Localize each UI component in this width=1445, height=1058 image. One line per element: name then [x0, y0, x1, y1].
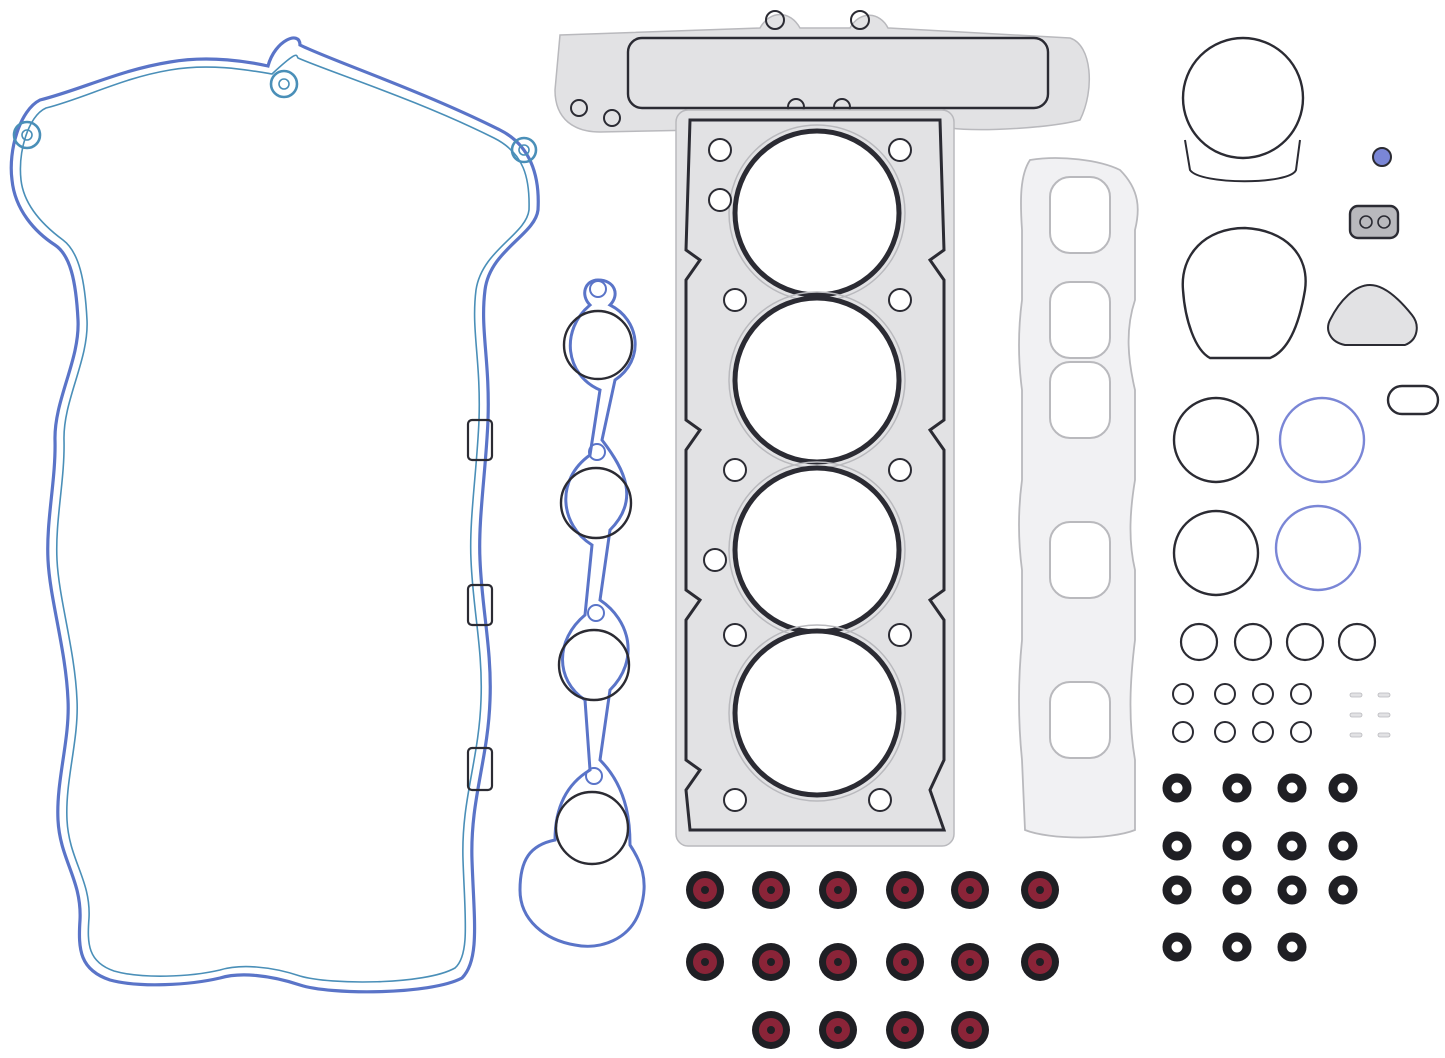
- spark-plug-tube-seals: [518, 278, 646, 948]
- medium-o-rings: [1179, 622, 1377, 662]
- small-o-rings: [1172, 683, 1312, 743]
- stem-seal-bore: [1036, 886, 1044, 894]
- seal-bore: [1171, 782, 1183, 794]
- cylinder-bore-4: [732, 628, 902, 798]
- valve-cover-gasket: [9, 36, 540, 994]
- exhaust-manifold-gasket: [1018, 157, 1139, 839]
- tiny-washer: [1349, 692, 1363, 698]
- seal-bore: [1337, 840, 1349, 852]
- exhaust-port: [1049, 176, 1111, 254]
- small-o-ring: [1214, 683, 1236, 705]
- head-bolt-hole: [868, 788, 892, 812]
- small-o-ring: [1290, 683, 1312, 705]
- seal-bore: [1171, 884, 1183, 896]
- seal-bore: [1286, 840, 1298, 852]
- exhaust-port: [1049, 281, 1111, 359]
- stem-seal-bore: [834, 1026, 842, 1034]
- head-bolt-hole: [888, 138, 912, 162]
- stem-seal-bore: [966, 886, 974, 894]
- tiny-washers: [1349, 692, 1391, 738]
- head-bolt-hole: [708, 138, 732, 162]
- head-bolt-hole: [723, 623, 747, 647]
- seal-bore: [1171, 941, 1183, 953]
- head-bolt-hole: [888, 623, 912, 647]
- large-o-ring: [1274, 504, 1362, 592]
- head-bolt-hole: [888, 458, 912, 482]
- seal-bore: [1286, 941, 1298, 953]
- tiny-washer: [1377, 712, 1391, 718]
- small-o-ring: [1214, 721, 1236, 743]
- small-plug-seal: [1372, 147, 1392, 167]
- stem-seal-bore: [834, 958, 842, 966]
- seal-bore: [1171, 840, 1183, 852]
- tiny-washer: [1349, 732, 1363, 738]
- bore-fire-ring: [728, 624, 906, 802]
- seal-bore: [1231, 884, 1243, 896]
- small-o-ring: [1172, 683, 1194, 705]
- intake-plenum-gasket: [554, 10, 1090, 133]
- exhaust-port: [1049, 681, 1111, 759]
- small-o-ring: [1252, 721, 1274, 743]
- throttle-body-gasket: [1181, 36, 1305, 183]
- tiny-washer: [1349, 712, 1363, 718]
- tiny-washer: [1377, 732, 1391, 738]
- head-bolt-hole: [723, 288, 747, 312]
- stem-seal-bore: [834, 886, 842, 894]
- stem-seal-bore: [901, 958, 909, 966]
- head-bolt-hole: [723, 788, 747, 812]
- sensor-gasket: [1327, 283, 1418, 346]
- exhaust-port: [1049, 521, 1111, 599]
- stem-seal-bore: [701, 886, 709, 894]
- stem-seal-bore: [901, 886, 909, 894]
- seal-bore: [1337, 782, 1349, 794]
- large-o-ring: [1278, 396, 1366, 484]
- head-bolt-hole: [888, 288, 912, 312]
- small-o-ring: [1172, 721, 1194, 743]
- head-bolt-hole: [723, 458, 747, 482]
- medium-o-ring: [1179, 622, 1219, 662]
- stem-seal-bore: [966, 958, 974, 966]
- seal-bore: [1337, 884, 1349, 896]
- medium-o-ring: [1233, 622, 1273, 662]
- cylinder-bore-1: [732, 128, 902, 298]
- stem-seal-bore: [767, 1026, 775, 1034]
- seal-bore: [1231, 782, 1243, 794]
- stem-seal-bore: [767, 958, 775, 966]
- seal-bore: [1286, 782, 1298, 794]
- cylinder-bore-3: [732, 465, 902, 635]
- stem-seal-bore: [901, 1026, 909, 1034]
- medium-o-ring: [1337, 622, 1377, 662]
- head-bolt-hole: [703, 548, 727, 572]
- stem-seal-bore: [1036, 958, 1044, 966]
- small-o-ring: [1252, 683, 1274, 705]
- black-valve-seals: [1162, 773, 1358, 962]
- stem-seal-bore: [966, 1026, 974, 1034]
- small-o-ring: [1290, 721, 1312, 743]
- exhaust-port: [1049, 361, 1111, 439]
- stem-seal-bore: [701, 958, 709, 966]
- egr-gasket: [1181, 226, 1307, 360]
- head-bolt-hole: [708, 188, 732, 212]
- connector-seal: [1348, 204, 1400, 240]
- seal-bore: [1231, 941, 1243, 953]
- large-o-ring: [1172, 509, 1260, 597]
- cylinder-bore-2: [732, 295, 902, 465]
- tiny-washer: [1377, 692, 1391, 698]
- seal-bore: [1231, 840, 1243, 852]
- stem-seal-bore: [767, 886, 775, 894]
- medium-o-ring: [1285, 622, 1325, 662]
- seal-bore: [1286, 884, 1298, 896]
- cylinder-head-gasket: [675, 109, 955, 847]
- red-valve-stem-seals: [686, 871, 1059, 1049]
- oval-seal: [1386, 384, 1440, 416]
- large-o-ring: [1172, 396, 1260, 484]
- large-o-rings: [1172, 396, 1366, 597]
